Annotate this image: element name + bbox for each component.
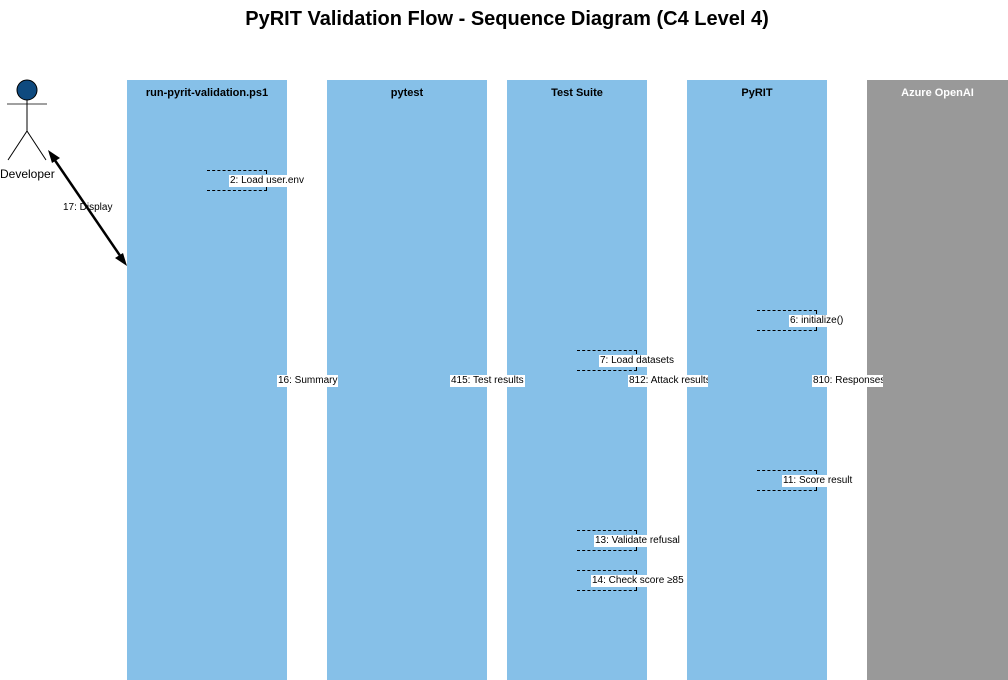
lifeline-pyrit[interactable]: PyRIT [687, 80, 827, 680]
developer-actor-icon[interactable] [7, 79, 47, 161]
lifeline-label: PyRIT [741, 87, 773, 99]
message-11-label: 11: Score result [782, 475, 854, 487]
message-16-label: 16: Summary [277, 375, 339, 387]
lifeline-label: Test Suite [551, 87, 603, 99]
lifeline-label: run-pyrit-validation.ps1 [145, 87, 269, 99]
self-message-13 [577, 530, 637, 551]
display-arrow-icon [48, 150, 127, 266]
message-10-label: 810: Responses [812, 375, 883, 387]
message-15-label: 415: Test results [450, 375, 525, 387]
lifeline-label: Azure OpenAI [901, 87, 974, 99]
lifeline-label: pytest [390, 87, 424, 99]
self-message-6 [757, 310, 817, 331]
message-2-label: 2: Load user.env [229, 175, 305, 187]
message-14-label: 14: Check score ≥85 [591, 575, 685, 587]
self-message-14 [577, 570, 637, 591]
diagram-title: PyRIT Validation Flow - Sequence Diagram… [245, 8, 769, 30]
message-12-label: 812: Attack results [628, 375, 708, 387]
message-7-label: 7: Load datasets [599, 355, 675, 367]
message-13-label: 13: Validate refusal [594, 535, 681, 547]
lifeline-azure-openai[interactable]: Azure OpenAI [867, 80, 1008, 680]
message-17-label: 17: Display [63, 202, 113, 213]
self-message-11 [757, 470, 817, 491]
message-6-label: 6: initialize() [789, 315, 845, 327]
self-message-7 [577, 350, 637, 371]
self-message-2 [207, 170, 267, 191]
actor-label: Developer [0, 167, 55, 181]
